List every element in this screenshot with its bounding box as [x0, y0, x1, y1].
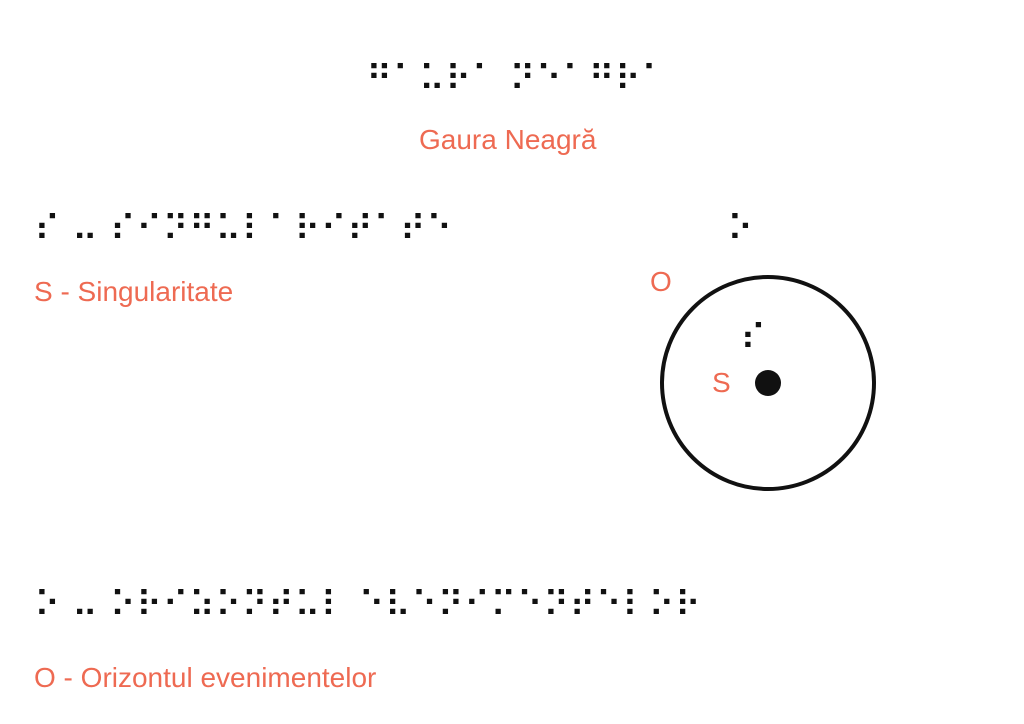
- singularity-legend-braille: ⠎ ⠤ ⠎⠊⠝⠛⠥⠇⠁⠗⠊⠞⠁⠞⠑: [34, 209, 453, 250]
- singularity-legend-text: S - Singularitate: [34, 276, 234, 307]
- title-braille: ⠛⠁⠥⠗⠁ ⠝⠑⠁⠛⠗⠁: [366, 59, 668, 100]
- horizon-braille: ⠕: [727, 209, 753, 250]
- horizon-legend-braille: ⠕ ⠤ ⠕⠗⠊⠵⠕⠝⠞⠥⠇ ⠑⠧⠑⠝⠊⠍⠑⠝⠞⠑⠇⠕⠗: [34, 585, 702, 626]
- horizon-label: O: [650, 266, 672, 297]
- horizon-legend-text: O - Orizontul evenimentelor: [34, 662, 377, 693]
- title-text: Gaura Neagră: [419, 124, 597, 155]
- singularity-label: S: [712, 367, 731, 398]
- event-horizon-circle: [660, 275, 876, 491]
- singularity-braille: ⠎: [740, 318, 766, 359]
- singularity-dot: [755, 370, 781, 396]
